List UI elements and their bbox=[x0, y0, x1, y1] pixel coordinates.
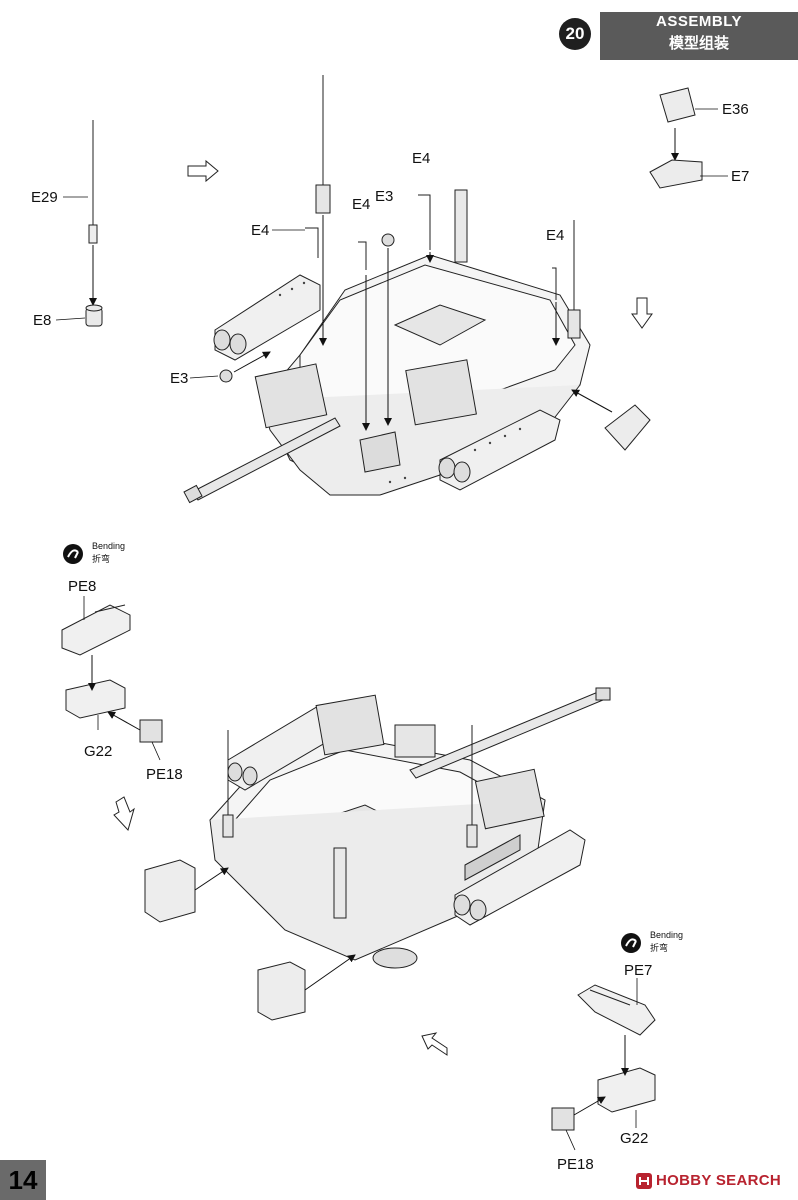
callout-pe18: PE18 bbox=[146, 766, 183, 783]
pe8-subassembly bbox=[61, 604, 163, 743]
bending-subtitle: 折弯 bbox=[650, 943, 669, 953]
callout-e8: E8 bbox=[33, 312, 52, 329]
bending-icon bbox=[621, 933, 641, 953]
header-bar bbox=[600, 12, 798, 60]
header-title: ASSEMBLY bbox=[656, 13, 742, 30]
callout-pe18: PE18 bbox=[557, 1156, 594, 1173]
bending-icon bbox=[63, 544, 83, 564]
page-number: 14 bbox=[0, 1160, 46, 1200]
callout-pe8: PE8 bbox=[68, 578, 97, 595]
turret-rear-view bbox=[209, 687, 611, 969]
header-subtitle: 模型组装 bbox=[668, 35, 729, 52]
watermark-text: HOBBY SEARCH bbox=[656, 1172, 782, 1189]
callout-g22: G22 bbox=[84, 743, 113, 760]
callout-e7: E7 bbox=[731, 168, 750, 185]
callout-e36: E36 bbox=[722, 101, 749, 118]
watermark: HOBBY SEARCH bbox=[636, 1170, 798, 1192]
turret-top-view bbox=[183, 75, 591, 504]
bending-title: Bending bbox=[650, 930, 684, 940]
callout-e29: E29 bbox=[31, 189, 58, 206]
hobby-search-logo-icon bbox=[636, 1173, 652, 1189]
callout-e4: E4 bbox=[352, 196, 371, 213]
callout-g22: G22 bbox=[620, 1130, 649, 1147]
callout-pe7: PE7 bbox=[624, 962, 653, 979]
callout-e3: E3 bbox=[375, 188, 394, 205]
bending-subtitle: 折弯 bbox=[92, 554, 111, 564]
callout-e3: E3 bbox=[170, 370, 189, 387]
bending-title: Bending bbox=[92, 541, 126, 551]
step-number-badge: 20 bbox=[559, 18, 591, 50]
callout-e4: E4 bbox=[546, 227, 565, 244]
callout-e4: E4 bbox=[251, 222, 270, 239]
pe7-subassembly bbox=[551, 984, 656, 1131]
callout-e4: E4 bbox=[412, 150, 431, 167]
